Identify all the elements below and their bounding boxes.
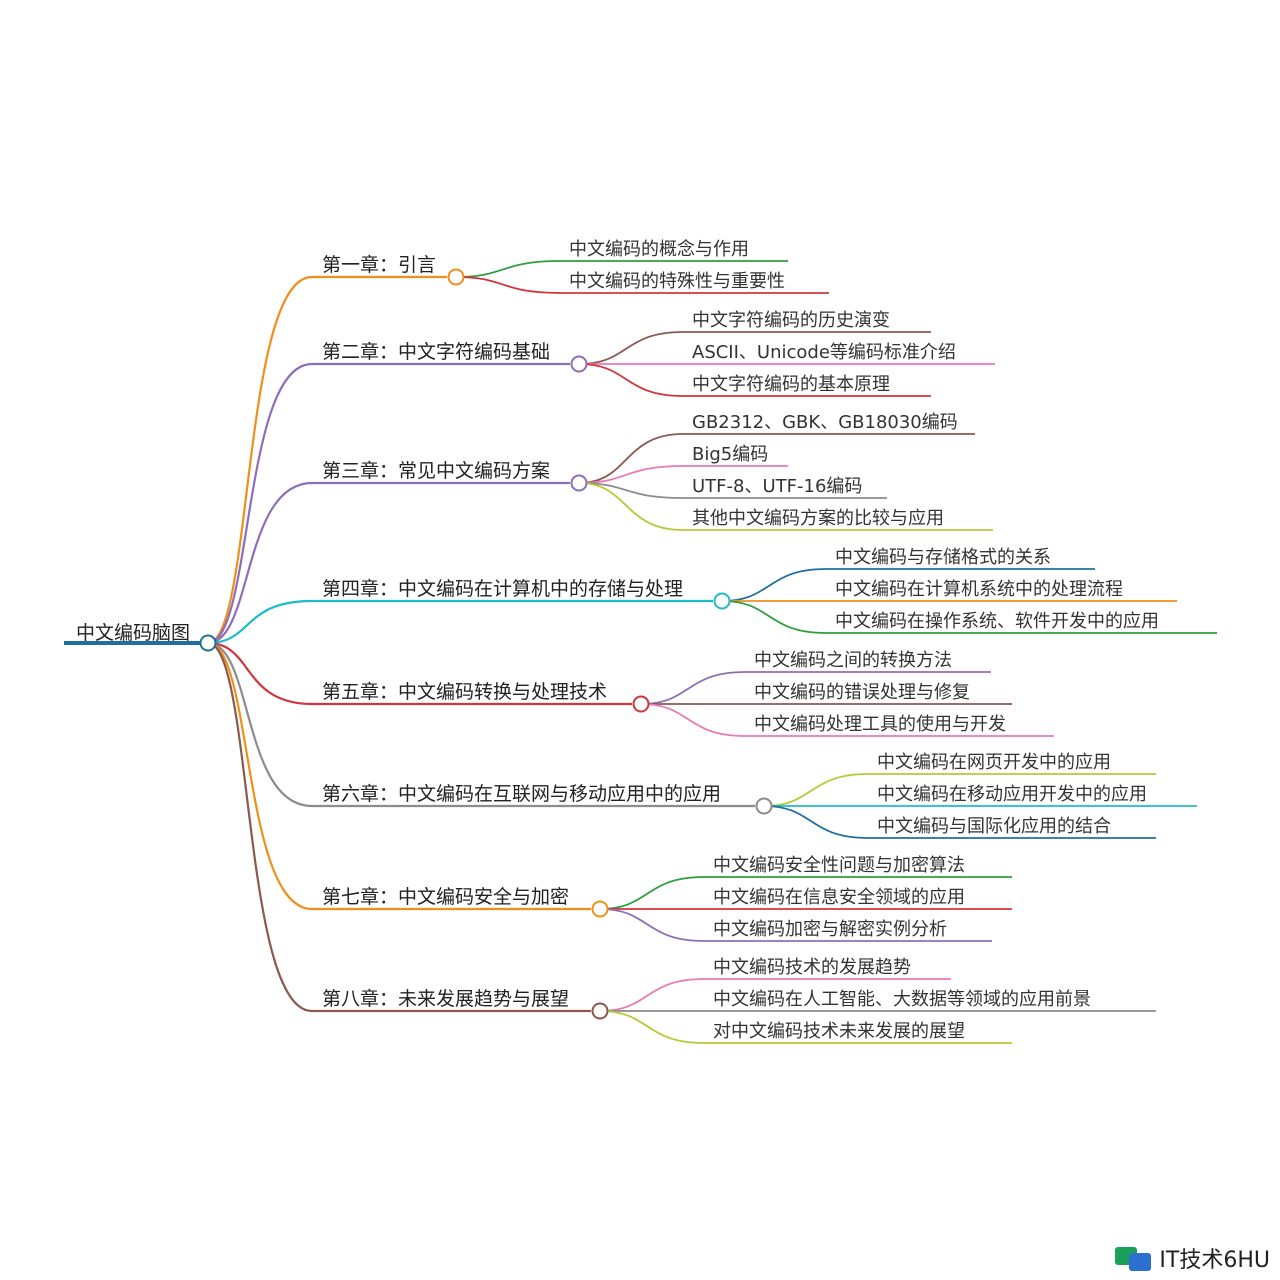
leaf-link (455, 276, 561, 294)
leaf-topic: 中文编码的特殊性与重要性 (569, 271, 785, 292)
leaf-topic: GB2312、GBK、GB18030编码 (692, 412, 958, 433)
chapter-collapse-toggle[interactable] (591, 900, 609, 918)
leaf-link (578, 482, 684, 531)
leaf-link (721, 568, 827, 602)
leaf-topic: 中文字符编码的历史演变 (692, 310, 890, 331)
root-collapse-toggle[interactable] (199, 634, 217, 652)
leaf-topic: 中文编码与存储格式的关系 (835, 547, 1051, 568)
watermark-text: IT技术6HU (1159, 1248, 1270, 1273)
chapter-collapse-toggle[interactable] (632, 695, 650, 713)
leaf-topic: 中文编码在网页开发中的应用 (877, 752, 1111, 773)
chapter-topic: 第四章：中文编码在计算机中的存储与处理 (322, 578, 683, 600)
chapter-link (207, 641, 313, 706)
chapter-collapse-toggle[interactable] (713, 592, 731, 610)
leaf-link (599, 908, 705, 942)
leaf-link (455, 260, 561, 278)
leaf-link (578, 433, 684, 484)
chapter-topic: 第一章：引言 (322, 254, 436, 276)
links (207, 260, 869, 1044)
leaf-topic: 中文编码的概念与作用 (569, 238, 749, 260)
leaf-topic: 中文编码在信息安全领域的应用 (713, 887, 965, 908)
leaf-topic: Big5编码 (692, 444, 768, 465)
leaf-topic: 中文编码的错误处理与修复 (754, 682, 970, 703)
leaf-link (640, 671, 746, 705)
leaf-topic: 中文编码在计算机系统中的处理流程 (835, 579, 1123, 600)
leaf-link (763, 805, 869, 839)
leaf-link (578, 482, 684, 499)
root-topic: 中文编码脑图 (76, 622, 190, 644)
chapter-collapse-toggle[interactable] (591, 1002, 609, 1020)
chapter-link (207, 481, 313, 645)
chapter-link (207, 641, 313, 911)
chapter-collapse-toggle[interactable] (570, 474, 588, 492)
chapter-collapse-toggle[interactable] (755, 797, 773, 815)
chapter-link (207, 641, 313, 808)
watermark: IT技术6HU (1115, 1242, 1270, 1274)
leaf-topic: 对中文编码技术未来发展的展望 (713, 1021, 965, 1042)
leaf-topic: 中文字符编码的基本原理 (692, 374, 890, 395)
chapter-link (207, 599, 313, 645)
chapter-topic: 第六章：中文编码在互联网与移动应用中的应用 (322, 783, 721, 805)
chapter-collapse-toggle[interactable] (570, 355, 588, 373)
chapter-collapse-toggle[interactable] (447, 268, 465, 286)
leaf-link (721, 600, 827, 634)
leaf-link (578, 331, 684, 365)
leaf-link (599, 1010, 705, 1044)
chapter-topic: 第三章：常见中文编码方案 (322, 460, 550, 482)
chapter-topic: 第五章：中文编码转换与处理技术 (322, 681, 607, 703)
leaf-topic: UTF-8、UTF-16编码 (692, 476, 862, 497)
leaf-topic: ASCII、Unicode等编码标准介绍 (692, 342, 956, 363)
leaf-topic: 中文编码技术的发展趋势 (713, 957, 911, 978)
leaf-link (578, 363, 684, 397)
chapter-topic: 第二章：中文字符编码基础 (322, 341, 550, 363)
leaf-link (599, 978, 705, 1012)
leaf-link (578, 465, 684, 484)
leaf-link (763, 773, 869, 807)
leaf-topic: 其他中文编码方案的比较与应用 (692, 508, 944, 529)
leaf-link (640, 703, 746, 737)
leaf-topic: 中文编码与国际化应用的结合 (877, 816, 1111, 837)
leaf-topic: 中文编码加密与解密实例分析 (713, 919, 947, 940)
leaf-topic: 中文编码在操作系统、软件开发中的应用 (835, 611, 1159, 632)
leaf-topic: 中文编码之间的转换方法 (754, 650, 952, 671)
nodes: 中文编码脑图 第一章：引言 中文编码的概念与作用中文编码的特殊性与重要性第二章：中文… (64, 238, 1217, 1044)
chapter-link (207, 362, 313, 645)
chapter-link (207, 641, 313, 1013)
leaf-link (599, 876, 705, 910)
chapter-topic: 第七章：中文编码安全与加密 (322, 886, 569, 908)
leaf-topic: 中文编码在人工智能、大数据等领域的应用前景 (713, 989, 1091, 1010)
leaf-topic: 中文编码在移动应用开发中的应用 (877, 784, 1147, 805)
watermark-logo-icon (1115, 1243, 1153, 1273)
leaf-topic: 中文编码安全性问题与加密算法 (713, 855, 965, 876)
leaf-topic: 中文编码处理工具的使用与开发 (754, 714, 1006, 735)
chapter-link (207, 275, 313, 645)
chapter-topic: 第八章：未来发展趋势与展望 (322, 988, 569, 1010)
